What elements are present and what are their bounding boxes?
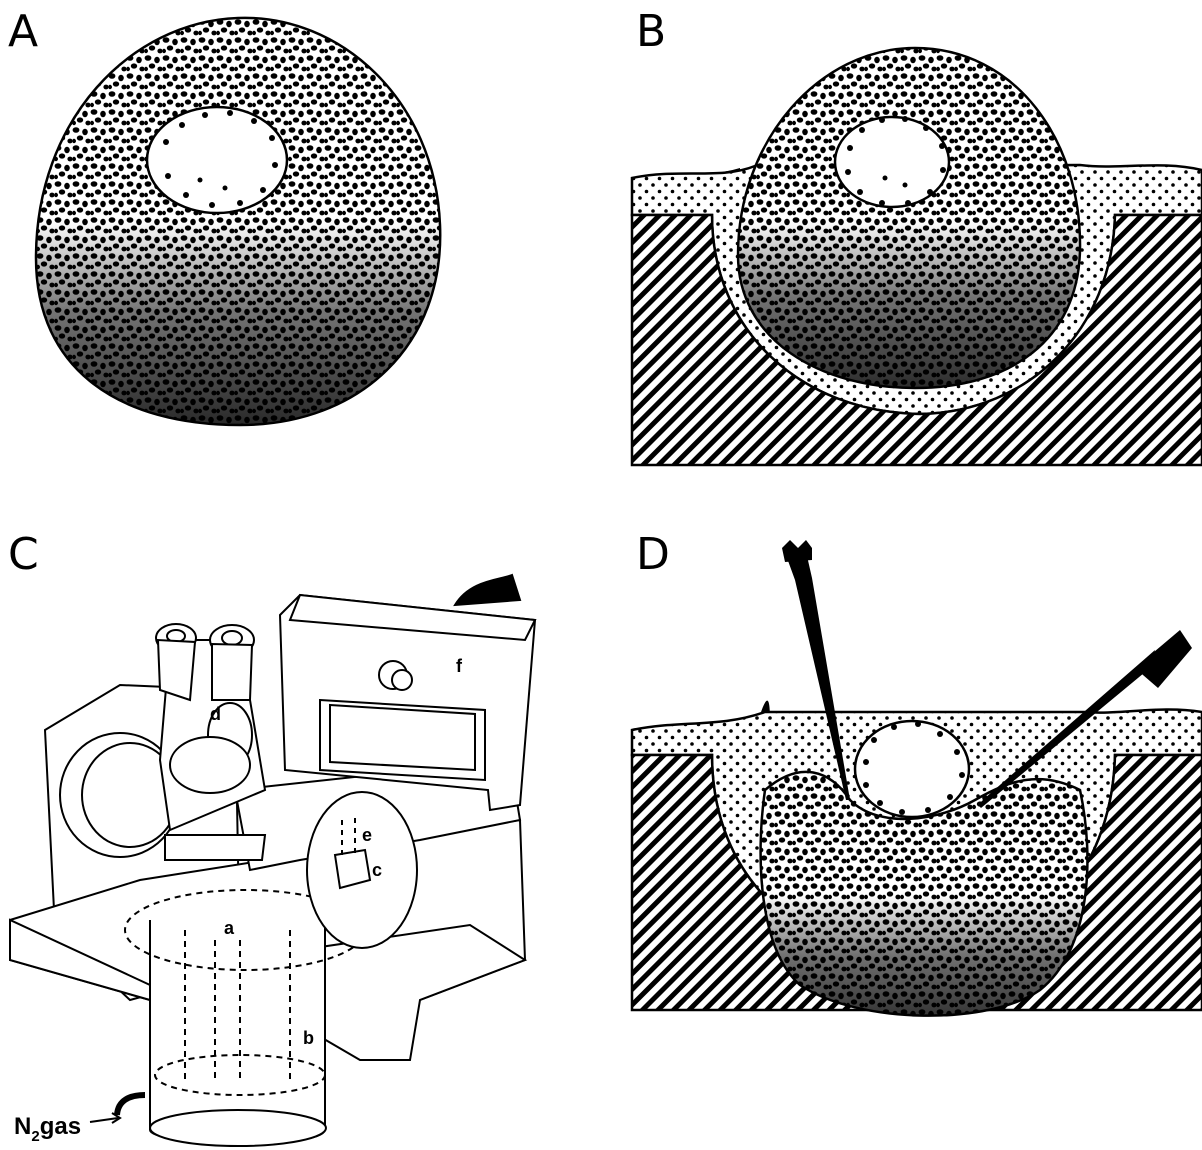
- n2-gas-label: N2gas: [14, 1113, 81, 1145]
- part-label-f: f: [456, 656, 463, 676]
- nucleus-a: [147, 107, 287, 213]
- housing-f: [280, 575, 535, 810]
- part-label-b: b: [303, 1028, 314, 1048]
- panel-b-well: [632, 45, 1202, 465]
- part-label-c: c: [372, 860, 382, 880]
- nucleus-d: [855, 721, 969, 817]
- nucleus-b: [835, 116, 949, 207]
- panel-d-enucleation: [632, 540, 1202, 1030]
- part-label-e: e: [362, 825, 372, 845]
- panel-a-oocyte: [30, 10, 450, 430]
- part-label-d: d: [210, 704, 221, 724]
- part-label-a: a: [224, 918, 235, 938]
